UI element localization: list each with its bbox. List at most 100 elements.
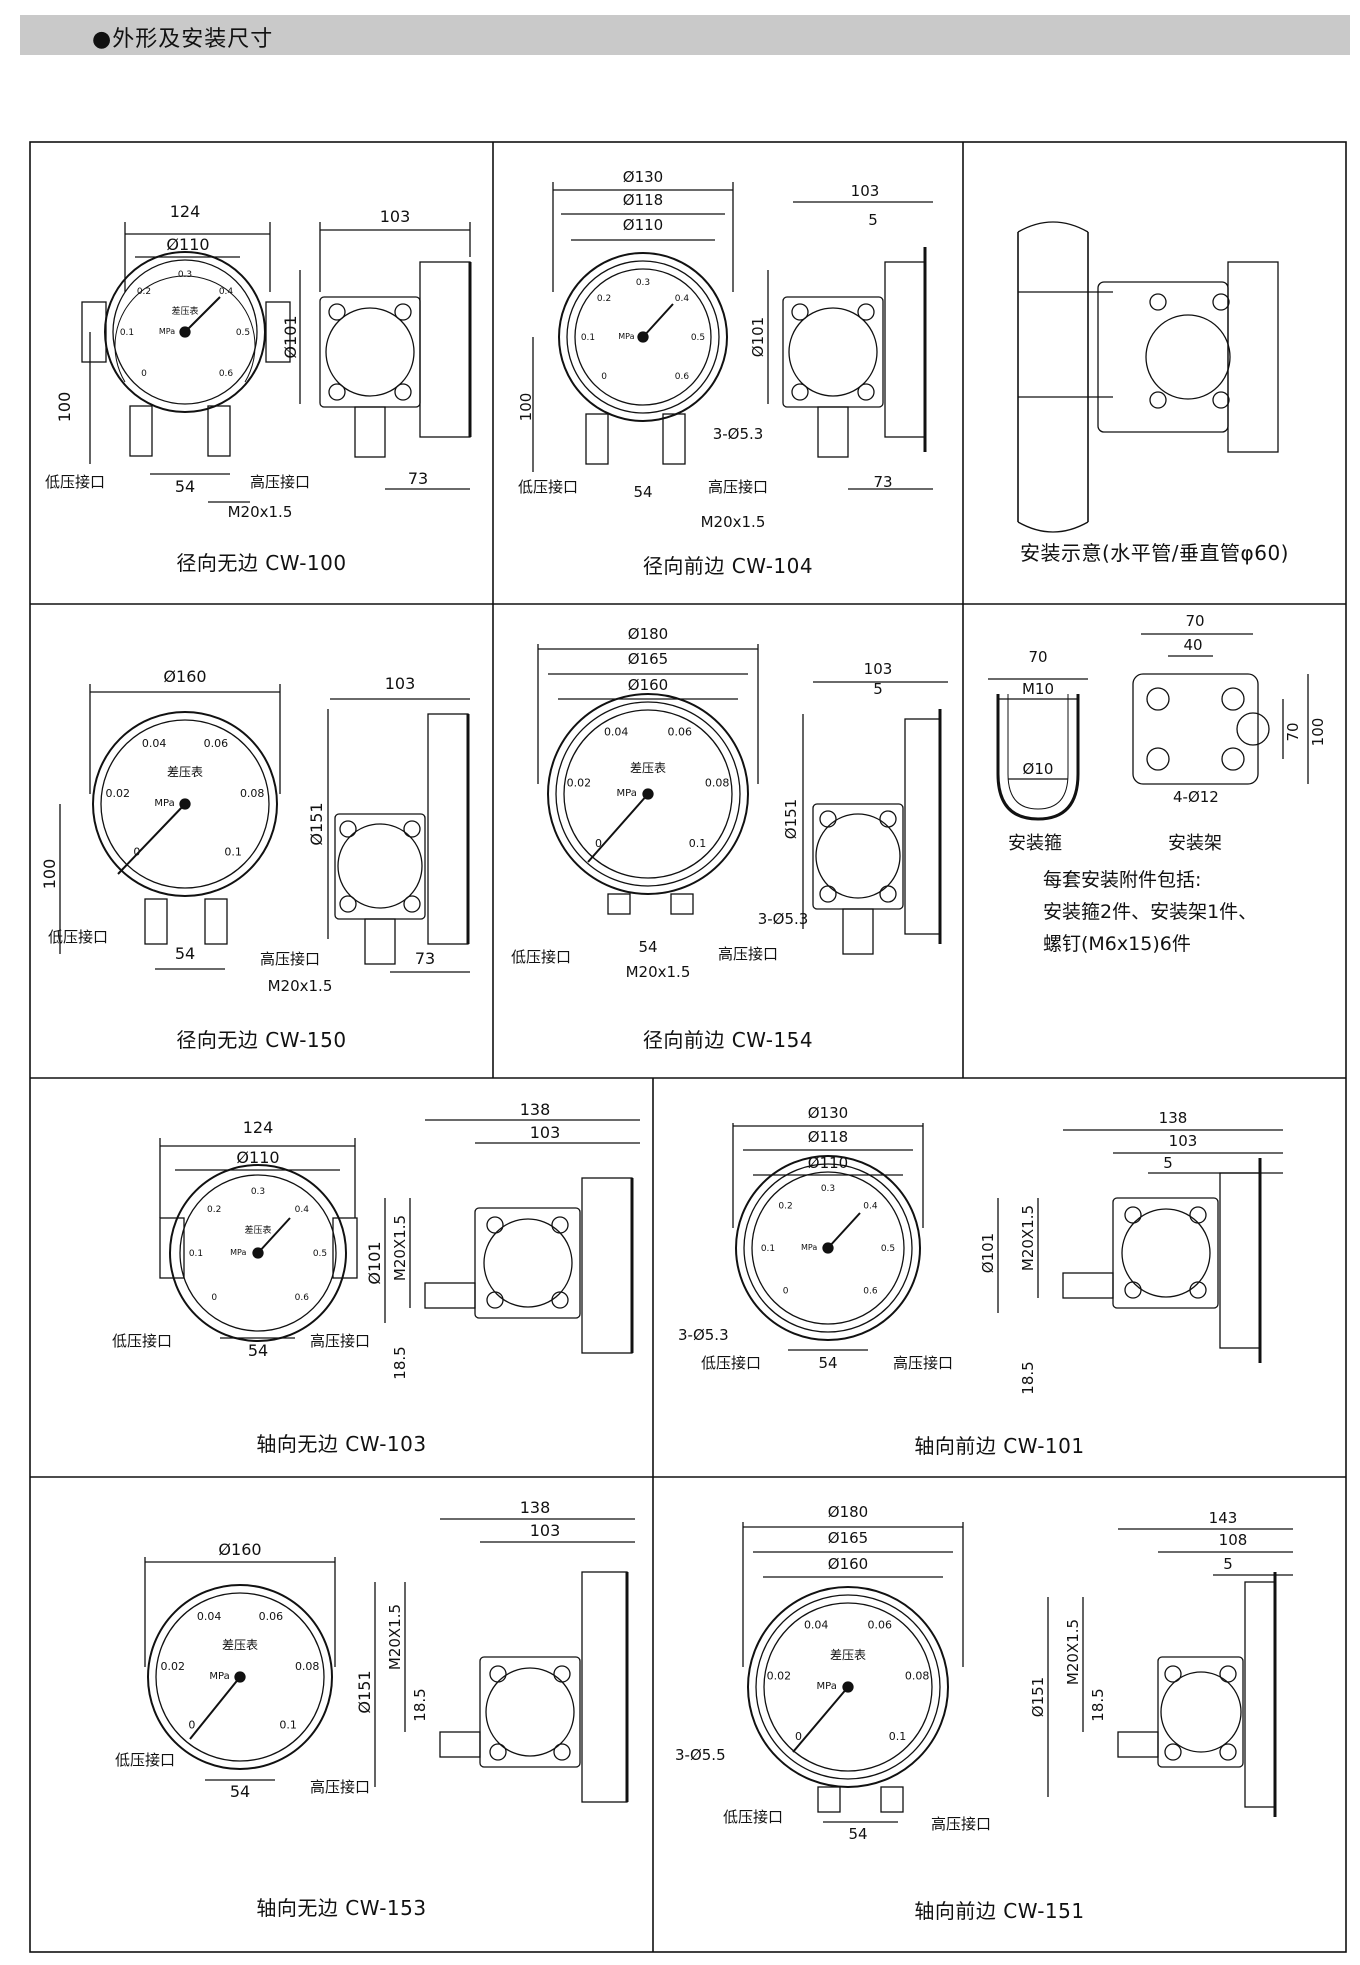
dim-180: Ø180 <box>828 1503 868 1521</box>
thread-label: M20x1.5 <box>228 503 293 521</box>
dim-103: 103 <box>530 1521 561 1540</box>
low-port-label: 低压接口 <box>518 478 578 496</box>
dim-70a: 70 <box>1028 648 1047 666</box>
note-line-1: 每套安装附件包括: <box>1043 869 1202 891</box>
scale-label: 0.06 <box>259 1610 284 1623</box>
dim-101: Ø101 <box>365 1241 384 1284</box>
dim-124: 124 <box>243 1118 274 1137</box>
high-port-label: 高压接口 <box>708 478 768 496</box>
caption-cw-103: 轴向无边 CW-103 <box>256 1432 427 1456</box>
scale-label: 0 <box>141 369 147 379</box>
install-drawing <box>1017 221 1279 533</box>
scale-label: 0.04 <box>142 737 167 750</box>
thread-label: M20X1.5 <box>386 1604 404 1670</box>
thread-label: M20x1.5 <box>701 513 766 531</box>
high-port-label: 高压接口 <box>310 1332 370 1350</box>
dim-138: 138 <box>520 1498 551 1517</box>
dim-m10: M10 <box>1022 680 1054 698</box>
scale-label: 0.1 <box>581 333 595 343</box>
dim-110: Ø110 <box>236 1148 279 1167</box>
caption-cw-151: 轴向前边 CW-151 <box>914 1899 1085 1923</box>
dim-10: Ø10 <box>1023 760 1054 778</box>
scale-label: 0 <box>795 1730 802 1743</box>
scale-label: 0.1 <box>279 1719 297 1732</box>
unit-label: MPa <box>209 1671 229 1682</box>
unit-label: MPa <box>230 1248 246 1257</box>
unit-label: MPa <box>817 1681 837 1692</box>
dim-108: 108 <box>1219 1531 1248 1549</box>
clamp-label: 安装箍 <box>1008 833 1062 854</box>
thread-label: M20X1.5 <box>391 1215 409 1281</box>
dim-180: Ø180 <box>628 625 668 643</box>
scale-label: 0.1 <box>761 1244 775 1254</box>
note-line-2: 安装箍2件、安装架1件、 <box>1043 901 1258 923</box>
high-port-label: 高压接口 <box>718 945 778 963</box>
dim-5: 5 <box>1163 1154 1173 1172</box>
dim-124: 124 <box>170 202 201 221</box>
dim-100: 100 <box>40 859 59 890</box>
dim-160: Ø160 <box>163 667 206 686</box>
dim-73: 73 <box>415 949 435 968</box>
dim-70b: 70 <box>1185 612 1204 630</box>
scale-label: 0.06 <box>868 1618 893 1631</box>
scale-label: 0.06 <box>668 725 693 738</box>
dim-143: 143 <box>1209 1509 1238 1527</box>
cell-install: 安装示意(水平管/垂直管φ60) <box>963 142 1346 604</box>
unit-label: MPa <box>617 788 637 799</box>
scale-label: 0.3 <box>178 270 192 280</box>
scale-label: 0.2 <box>137 287 151 297</box>
dim-54: 54 <box>638 938 657 956</box>
unit-label: MPa <box>154 798 174 809</box>
dim-18-5: 18.5 <box>1089 1688 1107 1721</box>
dim-18-5: 18.5 <box>391 1346 409 1379</box>
dim-151: Ø151 <box>782 799 800 839</box>
scale-label: 0.06 <box>204 737 229 750</box>
thread-label: M20X1.5 <box>1019 1205 1037 1271</box>
face-label: 差压表 <box>830 1648 866 1662</box>
dim-103: 103 <box>530 1123 561 1142</box>
scale-label: 0.5 <box>691 333 705 343</box>
dim-54: 54 <box>848 1825 867 1843</box>
cw-100-drawing: 124 Ø110 103 Ø101 100 54 73 M20x1.5 低压接口… <box>45 202 472 521</box>
scale-label: 0.3 <box>251 1187 265 1197</box>
high-port-label: 高压接口 <box>250 473 310 491</box>
holes-label: 3-Ø5.5 <box>675 1746 726 1764</box>
cw-101-drawing: Ø130 Ø118 Ø110 138 103 5 Ø101 M20X1.5 18… <box>678 1104 1283 1395</box>
face-label: 差压表 <box>244 1224 271 1236</box>
dim-151: Ø151 <box>355 1670 374 1713</box>
low-port-label: 低压接口 <box>45 473 105 491</box>
dim-54: 54 <box>248 1341 268 1360</box>
dim-5: 5 <box>868 211 878 229</box>
thread-label: M20x1.5 <box>626 963 691 981</box>
low-port-label: 低压接口 <box>701 1354 761 1372</box>
section-header: ●外形及安装尺寸 <box>20 15 1350 55</box>
cell-cw-153: Ø160 138 103 Ø151 M20X1.5 18.5 54 低压接口 高… <box>30 1477 653 1952</box>
low-port-label: 低压接口 <box>112 1332 172 1350</box>
dim-73: 73 <box>408 469 428 488</box>
cw-154-drawing: Ø180 Ø165 Ø160 103 5 Ø151 3-Ø5.3 54 M20x… <box>511 625 948 981</box>
scale-label: 0.02 <box>567 777 592 790</box>
accessories-note: 每套安装附件包括: 安装箍2件、安装架1件、 螺钉(M6x15)6件 <box>1043 864 1257 960</box>
dim-160: Ø160 <box>218 1540 261 1559</box>
dim-118: Ø118 <box>623 191 663 209</box>
scale-label: 0.5 <box>236 328 250 338</box>
scale-label: 0.4 <box>675 294 690 304</box>
cell-accessories: 70 M10 Ø10 70 40 70 100 4-Ø12 安装箍 安装架 每套… <box>963 604 1346 1078</box>
note-line-3: 螺钉(M6x15)6件 <box>1043 933 1191 955</box>
scale-label: 0.3 <box>636 278 650 288</box>
dim-54: 54 <box>633 483 652 501</box>
cw-153-drawing: Ø160 138 103 Ø151 M20X1.5 18.5 54 低压接口 高… <box>115 1498 635 1803</box>
bracket-label: 安装架 <box>1168 833 1222 854</box>
dim-100: 100 <box>55 392 74 423</box>
scale-label: 0.2 <box>597 294 611 304</box>
holes-label: 3-Ø5.3 <box>758 910 809 928</box>
cell-cw-154: Ø180 Ø165 Ø160 103 5 Ø151 3-Ø5.3 54 M20x… <box>493 604 963 1078</box>
dim-103: 103 <box>851 182 880 200</box>
high-port-label: 高压接口 <box>310 1778 370 1796</box>
scale-label: 0.08 <box>295 1660 320 1673</box>
dim-5: 5 <box>873 680 883 698</box>
dim-54: 54 <box>175 477 195 496</box>
dim-40: 40 <box>1183 636 1202 654</box>
cell-cw-104: Ø130 Ø118 Ø110 103 5 Ø101 100 3-Ø5.3 54 … <box>493 142 963 604</box>
cell-cw-100: 124 Ø110 103 Ø101 100 54 73 M20x1.5 低压接口… <box>30 142 493 604</box>
